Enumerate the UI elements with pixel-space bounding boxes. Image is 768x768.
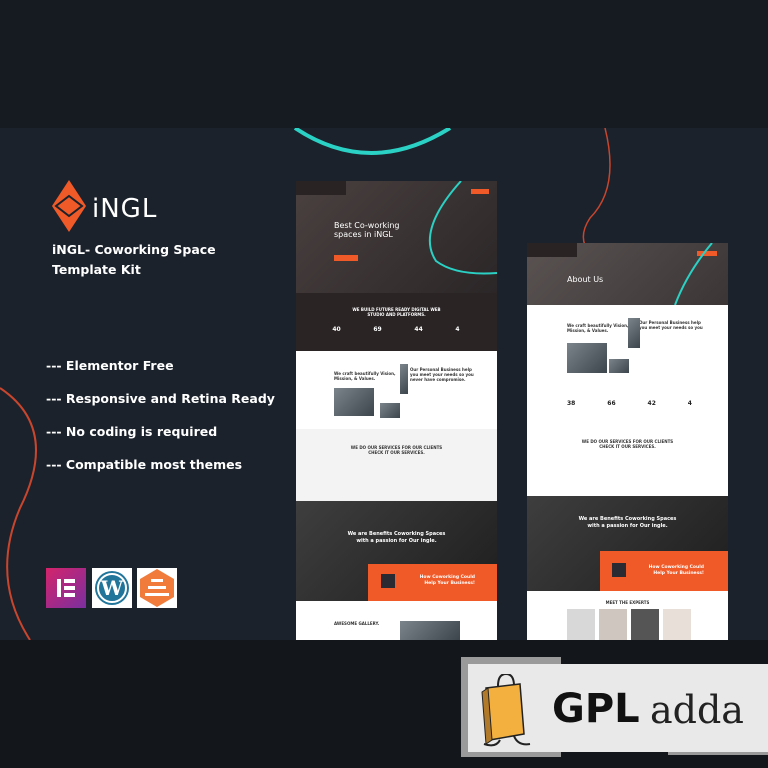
stat-value: 69 bbox=[373, 326, 382, 333]
ingl-logo bbox=[52, 180, 86, 236]
hero-title: spaces in iNGL bbox=[334, 230, 393, 239]
hero-section: Best Co-working spaces in iNGL bbox=[296, 181, 497, 293]
vision-heading: We craft beautifully Vision, bbox=[334, 371, 396, 376]
kit-subtitle: Template Kit bbox=[52, 262, 141, 277]
elementor-icon bbox=[46, 568, 86, 608]
kit-title: iNGL- Coworking Space bbox=[52, 242, 216, 257]
home-page-mockup: Best Co-working spaces in iNGL WE BUILD … bbox=[296, 181, 497, 640]
gpladda-watermark: GPL adda bbox=[468, 664, 768, 752]
shopping-bag-icon bbox=[481, 674, 531, 747]
svg-text:W: W bbox=[100, 576, 124, 600]
stat-value: 40 bbox=[332, 326, 341, 333]
stat-value: 4 bbox=[455, 326, 460, 333]
feature-item: --- Compatible most themes bbox=[46, 457, 243, 472]
hero-title: Best Co-working bbox=[334, 221, 400, 230]
stat-value: 38 bbox=[567, 400, 576, 407]
services-section: WE DO OUR SERVICES FOR OUR CLIENTS CHECK… bbox=[296, 429, 497, 501]
about-page-mockup: About Us We craft beautifully Vision, Mi… bbox=[527, 243, 728, 640]
wordpress-icon: W bbox=[92, 568, 132, 608]
stat-value: 44 bbox=[414, 326, 423, 333]
experts-heading: MEET THE EXPERTS bbox=[605, 600, 650, 605]
feature-item: --- Elementor Free bbox=[46, 358, 174, 373]
stat-value: 4 bbox=[687, 400, 692, 407]
watermark-bold-text: GPL bbox=[552, 686, 640, 732]
feature-item: --- Responsive and Retina Ready bbox=[46, 391, 275, 406]
stat-value: 42 bbox=[647, 400, 656, 407]
feature-item: --- No coding is required bbox=[46, 424, 218, 439]
plugin-icon bbox=[137, 568, 177, 608]
gallery-heading: AWESOME GALLERY. bbox=[334, 621, 380, 626]
top-band bbox=[0, 0, 768, 128]
logo-text: iNGL bbox=[92, 194, 158, 224]
stat-value: 66 bbox=[607, 400, 616, 407]
watermark-light-text: adda bbox=[650, 688, 744, 732]
about-hero: About Us bbox=[527, 243, 728, 305]
about-title: About Us bbox=[567, 275, 604, 284]
benefits-section: We are Benefits Coworking Spaces with a … bbox=[296, 501, 497, 601]
promo-banner: iNGL iNGL- Coworking Space Template Kit … bbox=[0, 128, 768, 640]
benefits-section: We are Benefits Coworking Spaces with a … bbox=[527, 496, 728, 591]
stats-section: WE BUILD FUTURE READY DIGITAL WEB STUDIO… bbox=[296, 293, 497, 351]
